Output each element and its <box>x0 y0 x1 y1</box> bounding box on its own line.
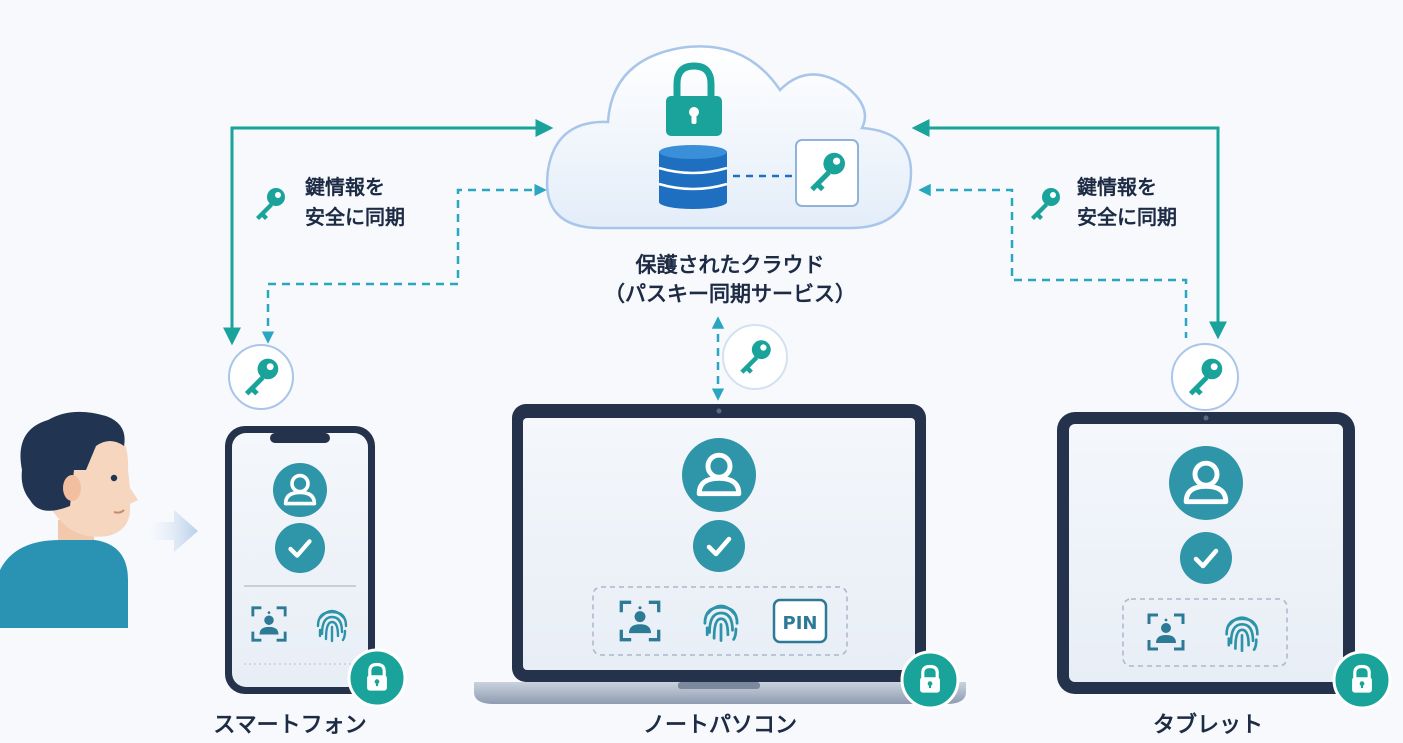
sync-arrow-left-solid <box>223 119 554 346</box>
device-tablet <box>1057 412 1355 694</box>
cloud-subtitle: （パスキー同期サービス） <box>604 282 856 306</box>
device-label-tablet: タブレット <box>1153 712 1263 738</box>
sync-label-right-line1: 鍵情報を <box>1077 175 1157 199</box>
person-body <box>0 540 128 628</box>
device-smartphone <box>225 426 375 694</box>
check-badge <box>275 523 325 573</box>
auth-methods-box <box>1122 598 1288 667</box>
person-mouth <box>113 509 125 514</box>
device-label-laptop: ノートパソコン <box>643 713 797 738</box>
user-person <box>0 411 138 628</box>
auth-methods-box <box>592 586 848 656</box>
lock-badge <box>900 650 960 710</box>
cloud-title: 保護されたクラウド <box>635 253 825 277</box>
device-laptop: PIN <box>474 404 966 704</box>
sync-label-left-line1: 鍵情報を <box>305 175 385 199</box>
key-icon <box>1031 188 1060 220</box>
sync-label-left-line2: 安全に同期 <box>305 205 405 229</box>
sync-arrow-right-solid <box>911 119 1227 340</box>
pin-label: PIN <box>783 613 818 634</box>
key-bubble-tablet <box>1171 343 1239 411</box>
lock-badge <box>1332 650 1392 710</box>
device-label-smartphone: スマートフォン <box>213 713 366 738</box>
person-ear <box>63 475 81 501</box>
person-hair <box>20 411 125 511</box>
lock-badge <box>347 648 407 708</box>
motion-arrow <box>150 510 198 552</box>
check-badge <box>693 520 745 572</box>
lock-icon <box>666 62 722 136</box>
key-icon <box>256 188 285 220</box>
person-eye <box>110 474 118 482</box>
sync-arrow-left-dashed <box>261 183 547 344</box>
database-icon <box>658 145 728 209</box>
cloud-service <box>545 45 913 230</box>
sync-arrow-right-dashed <box>918 183 1188 338</box>
sync-label-right-line2: 安全に同期 <box>1077 205 1177 229</box>
check-badge <box>1180 532 1232 584</box>
key-bubble-phone <box>228 344 294 410</box>
key-bubble-laptop <box>722 324 788 390</box>
pin-icon: PIN <box>772 598 828 644</box>
